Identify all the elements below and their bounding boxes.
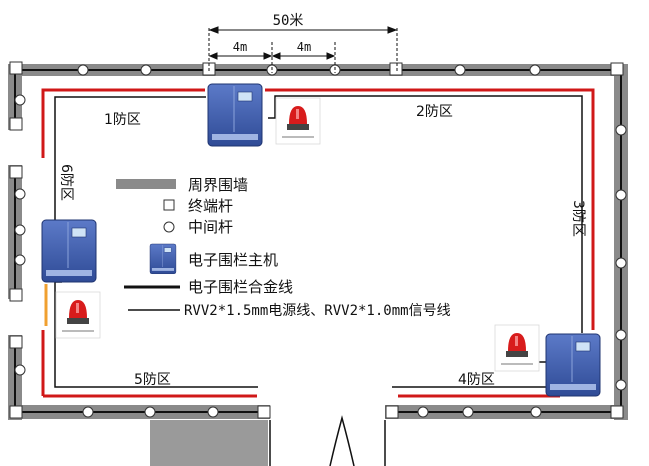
- alarm-light-icon: [494, 324, 540, 372]
- gate: [150, 415, 386, 466]
- zone-6-label: 6防区: [58, 164, 74, 201]
- alarm-light-icon: [55, 291, 101, 339]
- terminal-post-icon: [163, 199, 175, 211]
- fence-host-icon: [41, 219, 97, 283]
- fence-host-icon: [545, 333, 601, 397]
- middle-post-icon: [163, 221, 175, 233]
- gate-door-arc: [329, 415, 355, 466]
- segment-1-label: 4m: [233, 40, 247, 54]
- legend-wall-swatch: [116, 179, 176, 189]
- zone-lines: [41, 88, 595, 398]
- total-length-label: 50米: [273, 13, 304, 29]
- legend-alloy-label: 电子围栏合金线: [188, 278, 293, 296]
- gate-block: [150, 420, 268, 466]
- dimension-markers: [208, 26, 398, 73]
- fence-host-icon: [207, 83, 263, 147]
- legend: 周界围墙 终端杆 中间杆 电子围栏主机 电子围栏合金线 RVV2*1.5mm电源…: [116, 176, 451, 319]
- alarm-light-icon: [275, 97, 321, 145]
- legend-host-label: 电子围栏主机: [188, 251, 278, 269]
- legend-terminal-label: 终端杆: [188, 197, 233, 215]
- segment-2-label: 4m: [297, 40, 311, 54]
- zone-3-label: 3防区: [570, 200, 586, 237]
- zone-5-label: 5防区: [134, 372, 171, 388]
- legend-middle-label: 中间杆: [188, 218, 233, 236]
- zone-4-label: 4防区: [458, 372, 495, 388]
- zone-2-label: 2防区: [416, 104, 453, 120]
- fence-alloy-wire: [14, 69, 622, 413]
- legend-cable-label: RVV2*1.5mm电源线、RVV2*1.0mm信号线: [184, 303, 451, 319]
- fence-host-icon: [149, 243, 177, 275]
- legend-wall-label: 周界围墙: [188, 176, 248, 194]
- zone-1-label: 1防区: [104, 112, 141, 128]
- terminal-posts: [9, 61, 624, 419]
- middle-posts: [14, 64, 627, 418]
